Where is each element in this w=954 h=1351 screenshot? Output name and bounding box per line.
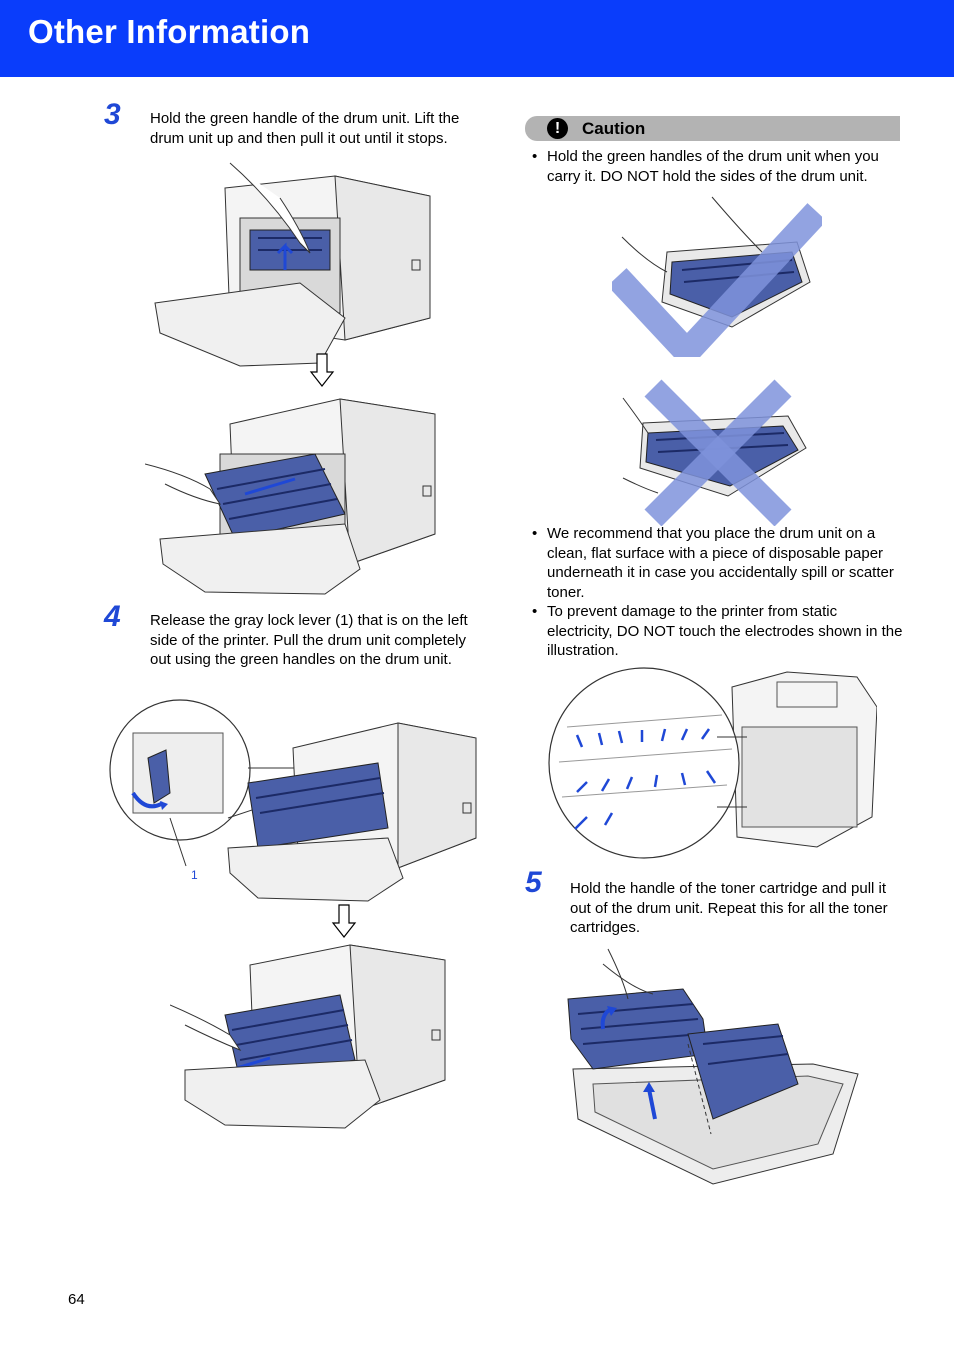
- step-3-number: 3: [104, 98, 121, 131]
- caution-bullet: •Hold the green handles of the drum unit…: [532, 148, 879, 185]
- caution-bullet: •To prevent damage to the printer from s…: [532, 603, 903, 659]
- exclamation-icon: !: [547, 118, 568, 139]
- printer-drum-lift-illustration: [150, 158, 435, 370]
- electrodes-illustration: [547, 667, 877, 862]
- caution-bullet: •We recommend that you place the drum un…: [532, 525, 894, 601]
- drum-removal-illustration: [170, 940, 450, 1130]
- down-arrow-icon: [309, 352, 335, 388]
- lock-lever-callout: 1: [191, 868, 198, 882]
- page-title: Other Information: [28, 13, 311, 50]
- step-5-text: Hold the handle of the toner cartridge a…: [570, 880, 888, 936]
- caution-label: Caution: [582, 119, 646, 138]
- drum-unit-correct-handling-illustration: [612, 192, 822, 357]
- down-arrow-icon: [331, 903, 357, 939]
- page-header: Other Information: [0, 0, 954, 77]
- caution-bar: ! Caution: [525, 116, 900, 141]
- step-4-number: 4: [104, 600, 121, 633]
- caution-bullet-list-1: •Hold the green handles of the drum unit…: [525, 147, 903, 186]
- toner-cartridge-removal-illustration: [563, 944, 861, 1189]
- page-number: 64: [68, 1291, 85, 1308]
- step-5-number: 5: [525, 866, 542, 899]
- drum-unit-incorrect-handling-illustration: [618, 378, 818, 526]
- printer-drum-pull-illustration: [145, 394, 440, 596]
- lock-lever-illustration: [108, 698, 480, 903]
- step-4-text: Release the gray lock lever (1) that is …: [150, 612, 468, 668]
- step-3-text: Hold the green handle of the drum unit. …: [150, 110, 460, 147]
- caution-bullet-list-2: •We recommend that you place the drum un…: [525, 524, 903, 661]
